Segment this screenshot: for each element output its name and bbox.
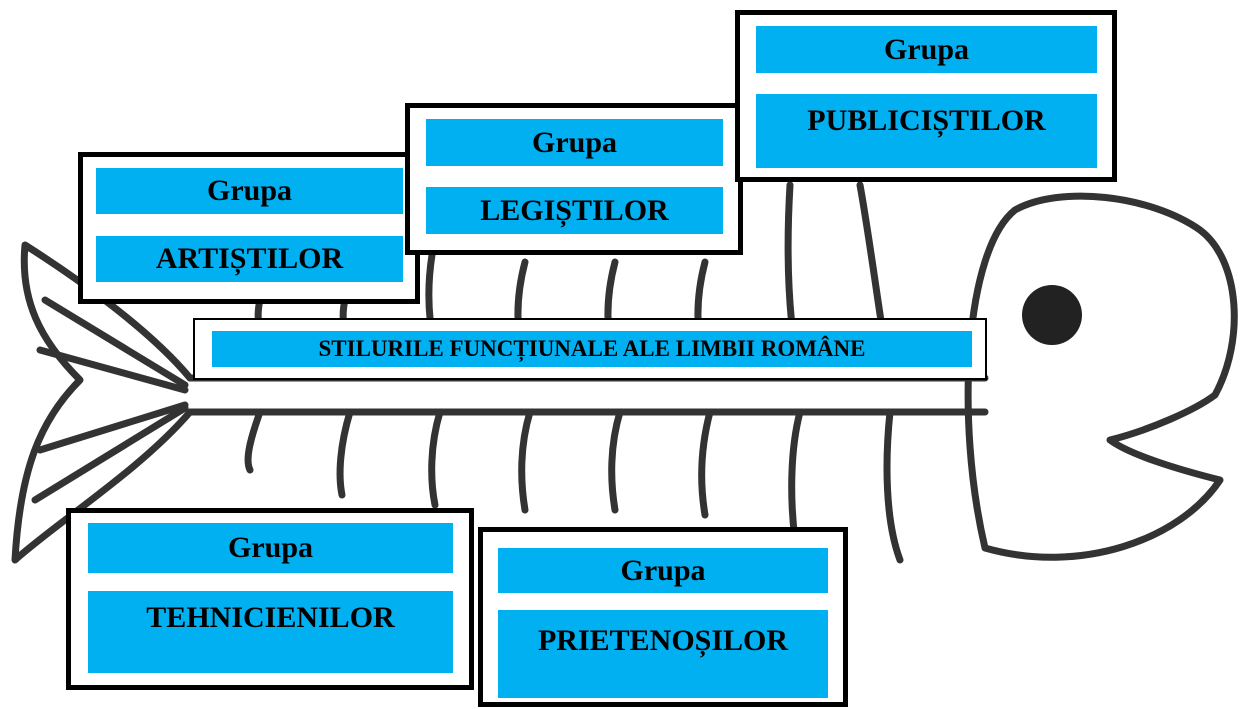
group-card-legistilor: Grupa LEGIȘTILOR	[405, 103, 743, 255]
tail-ray	[36, 401, 189, 454]
fish-head	[964, 192, 1238, 561]
rib-lower	[244, 408, 264, 474]
group-card-artistilor: Grupa ARTIȘTILOR	[78, 152, 420, 304]
rib-lower	[788, 408, 804, 544]
group-card-prietenosilor: Grupa PRIETENOȘILOR	[478, 527, 848, 707]
group-name: PRIETENOȘILOR	[498, 610, 828, 698]
group-name: LEGIȘTILOR	[426, 187, 723, 234]
group-label: Grupa	[88, 523, 453, 573]
rib-lower	[518, 408, 534, 514]
fish-eye	[1022, 285, 1082, 345]
tail-ray	[41, 296, 189, 389]
rib-lower	[698, 408, 714, 519]
rib-lower	[336, 408, 354, 499]
tail-ray	[36, 346, 189, 394]
group-label: Grupa	[498, 548, 828, 593]
title-box: STILURILE FUNCȚIUNALE ALE LIMBII ROMÂNE	[193, 318, 987, 380]
title-label: STILURILE FUNCȚIUNALE ALE LIMBII ROMÂNE	[212, 331, 972, 367]
group-name: PUBLICIȘTILOR	[756, 94, 1097, 168]
group-card-tehnicienilor: Grupa TEHNICIENILOR	[66, 508, 474, 690]
group-label: Grupa	[96, 168, 403, 214]
tail-ray	[31, 404, 189, 504]
group-label: Grupa	[756, 26, 1097, 73]
group-name: TEHNICIENILOR	[88, 591, 453, 673]
rib-lower	[608, 408, 624, 514]
rib-lower	[428, 408, 444, 509]
rib-lower	[883, 408, 904, 564]
group-name: ARTIȘTILOR	[96, 236, 403, 282]
group-label: Grupa	[426, 119, 723, 166]
group-card-publicistilor: Grupa PUBLICIȘTILOR	[735, 10, 1117, 182]
